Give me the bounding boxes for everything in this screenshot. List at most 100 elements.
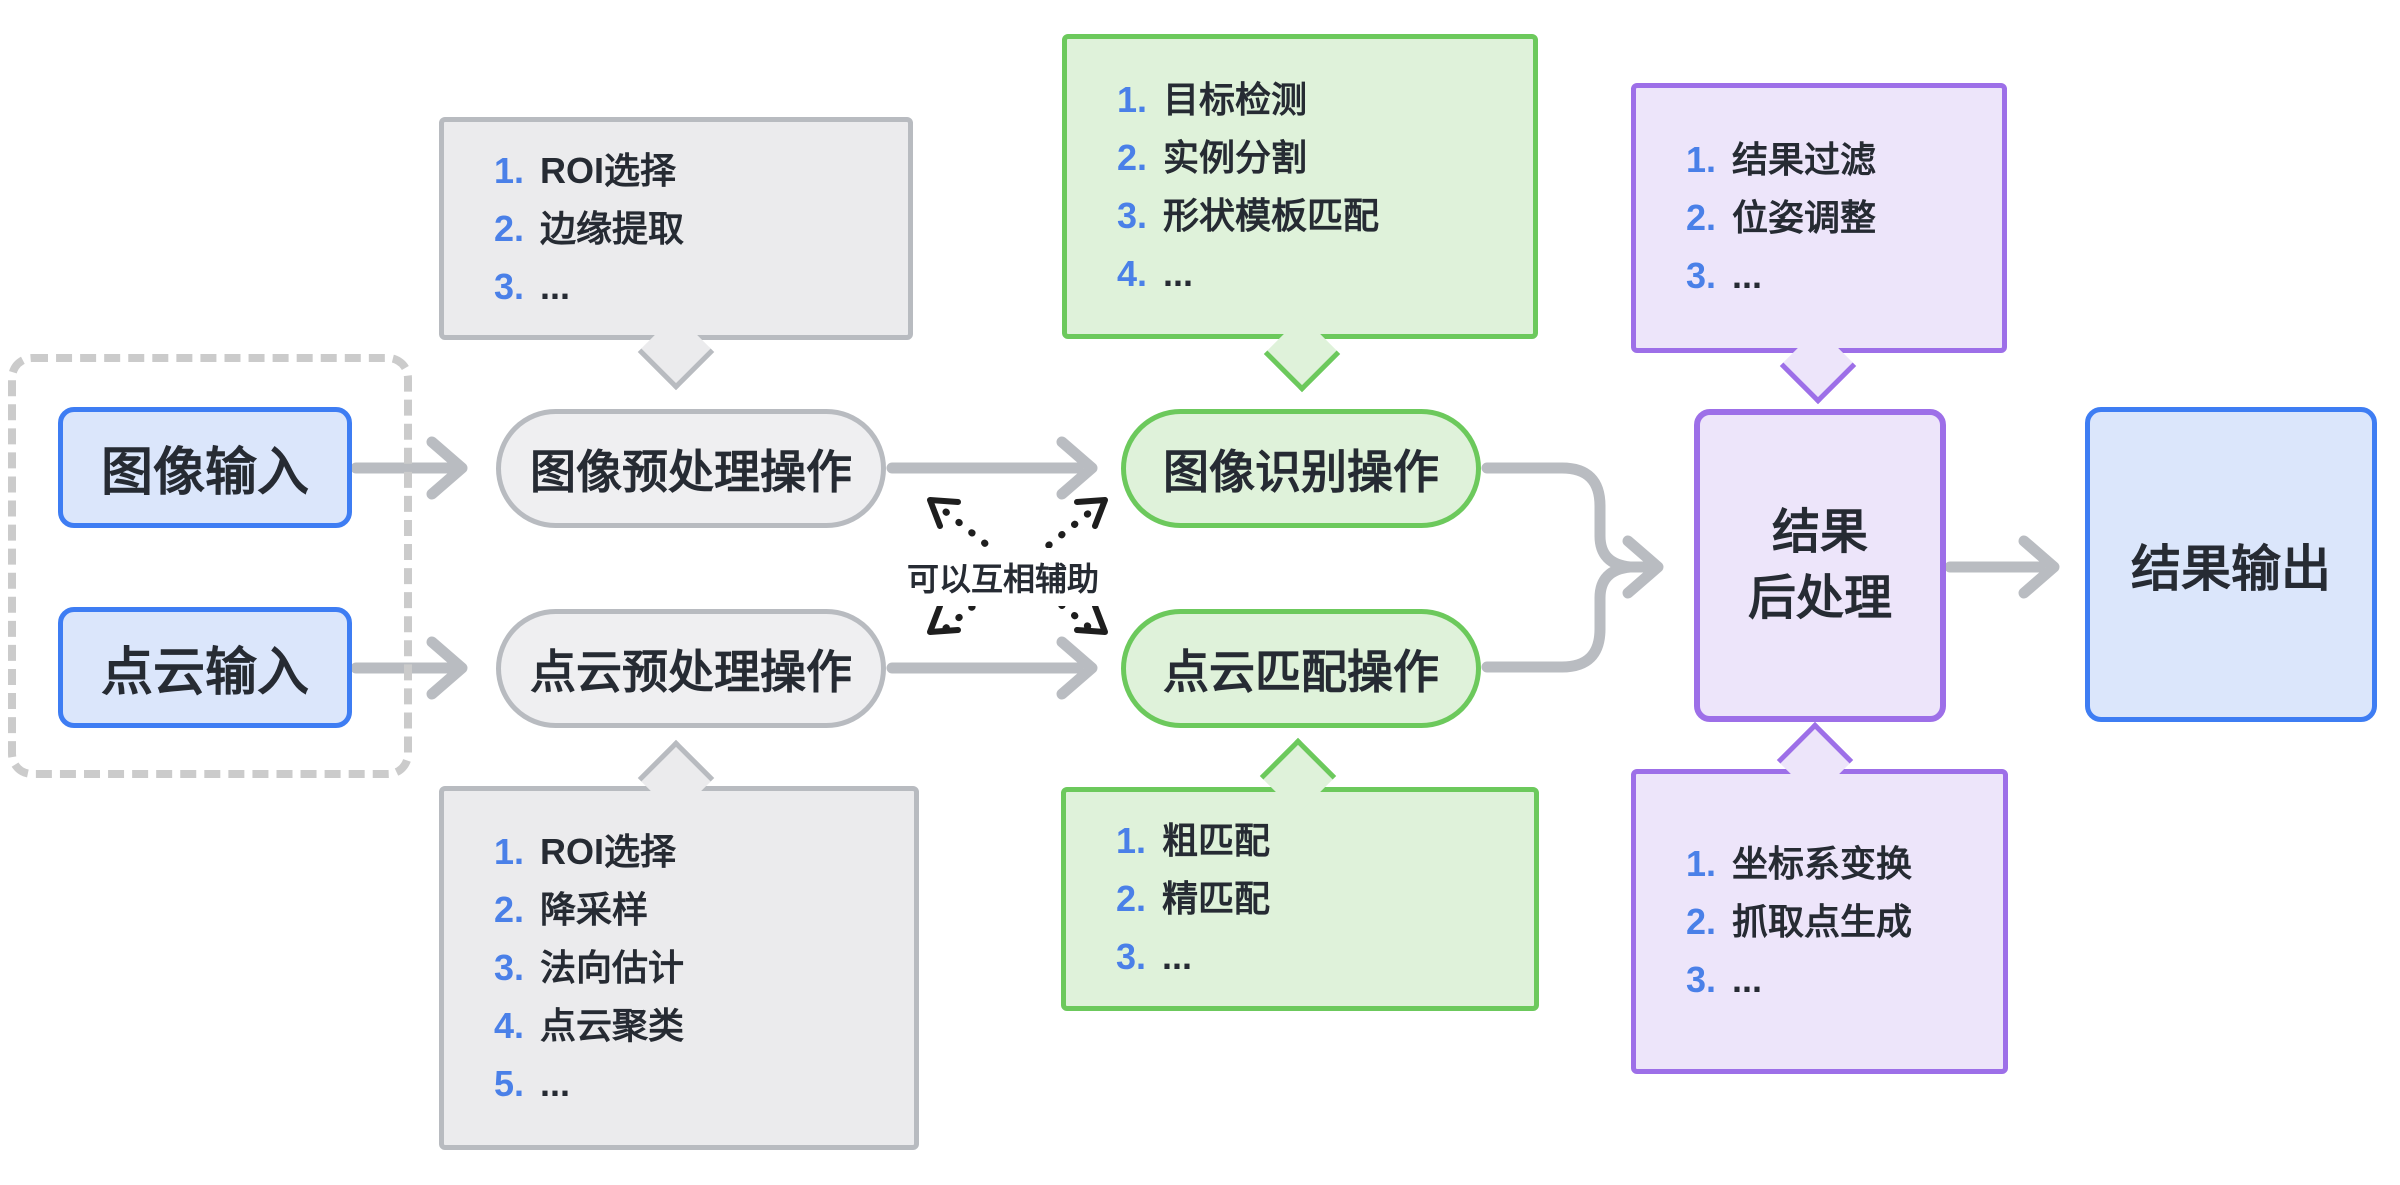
callout-list: 1. 粗匹配 2. 精匹配 3....: [1116, 812, 1534, 986]
list-item: 1. 目标检测: [1117, 71, 1533, 129]
image-recognition-node: 图像识别操作: [1121, 409, 1481, 528]
list-item-number: 2.: [1116, 878, 1147, 919]
mutual-assist-note: 可以互相辅助: [880, 548, 1126, 606]
list-item-number: 1.: [1686, 842, 1717, 884]
pointcloud-input-node: 点云输入: [58, 607, 352, 728]
list-item-number: 3.: [494, 265, 525, 307]
dotted-arrowhead-icon: [1074, 497, 1108, 529]
pointcloud-preprocess-node: 点云预处理操作: [496, 609, 886, 728]
image-recognition-callout: 1. 目标检测 2.实例分割 3. 形状模板匹配 4....: [1062, 34, 1538, 339]
list-item-number: 2.: [1686, 197, 1717, 238]
callout-list: 1. ROI选择 2. 降采样 3. 法向估计 4. 点云聚类 5....: [494, 823, 914, 1113]
list-item: 1. ROI选择: [494, 142, 908, 200]
list-item: 3....: [1686, 951, 2003, 1009]
dotted-cross-line: [942, 508, 1094, 632]
dotted-arrowhead-icon: [927, 497, 961, 529]
list-item-number: 2.: [1686, 900, 1717, 942]
arrowhead-icon: [1622, 535, 1664, 599]
list-item: 2. 降采样: [494, 881, 914, 939]
list-item-number: 4.: [494, 1005, 525, 1046]
list-item-number: 2.: [494, 889, 525, 930]
list-item-text: ...: [540, 265, 571, 307]
list-item-text: ...: [540, 1063, 571, 1104]
pointcloud-input-label: 点云输入: [100, 644, 309, 702]
list-item: 2. 位姿调整: [1686, 189, 2002, 247]
list-item: 3. 法向估计: [494, 939, 914, 997]
list-item-number: 4.: [1117, 252, 1148, 294]
list-item-text: 精匹配: [1162, 878, 1271, 919]
image-input-label: 图像输入: [100, 444, 309, 502]
list-item: 1. 坐标系变换: [1686, 835, 2003, 893]
list-item-text: ...: [1162, 936, 1193, 977]
list-item: 2. 抓取点生成: [1686, 893, 2003, 951]
list-item-number: 3.: [494, 947, 525, 988]
list-item-text: 降采样: [540, 889, 649, 930]
arrowhead-icon: [1056, 636, 1098, 700]
list-item-number: 3.: [1117, 194, 1148, 236]
list-item-text: 粗匹配: [1162, 820, 1271, 861]
callout-list: 1. ROI选择 2.边缘提取 3....: [494, 142, 908, 316]
list-item-text: ...: [1732, 958, 1763, 1000]
result-postprocess-label-line2: 后处理: [1747, 571, 1892, 625]
dotted-arrowhead-icon: [1074, 603, 1108, 635]
pointcloud-preprocess-label: 点云预处理操作: [530, 645, 852, 698]
list-item: 1. 结果过滤: [1686, 131, 2002, 189]
dotted-cross-line: [942, 508, 1094, 632]
list-item-number: 3.: [1686, 958, 1717, 1000]
list-item: 2.实例分割: [1117, 129, 1533, 187]
list-item: 3. 形状模板匹配: [1117, 187, 1533, 245]
list-item-text: ...: [1732, 255, 1763, 296]
arrowhead-icon: [426, 636, 468, 700]
list-item-number: 3.: [1116, 936, 1147, 977]
list-item-text: 法向估计: [540, 947, 685, 988]
pointcloud-matching-callout: 1. 粗匹配 2. 精匹配 3....: [1061, 787, 1539, 1011]
postprocess-top-callout: 1. 结果过滤 2. 位姿调整 3....: [1631, 83, 2007, 353]
connector-recognition-merge-top: [1481, 462, 1636, 573]
list-item-text: 实例分割: [1163, 136, 1308, 178]
list-item-number: 3.: [1686, 255, 1717, 296]
arrowhead-icon: [1056, 436, 1098, 500]
image-preprocess-label: 图像预处理操作: [530, 445, 852, 498]
list-item-number: 1.: [494, 831, 525, 872]
list-item: 1. ROI选择: [494, 823, 914, 881]
list-item-text: 抓取点生成: [1732, 900, 1913, 942]
connector-matching-merge-bottom: [1481, 561, 1636, 673]
callout-list: 1. 坐标系变换 2. 抓取点生成 3....: [1686, 835, 2003, 1009]
arrowhead-icon: [426, 436, 468, 500]
list-item-text: ROI选择: [540, 149, 677, 191]
list-item-number: 1.: [1686, 139, 1717, 180]
dotted-arrowhead-icon: [927, 603, 961, 635]
list-item: 2.边缘提取: [494, 200, 908, 258]
list-item-number: 1.: [1116, 820, 1147, 861]
list-item-number: 1.: [494, 149, 525, 191]
pointcloud-matching-label: 点云匹配操作: [1163, 645, 1439, 698]
list-item: 5....: [494, 1055, 914, 1113]
image-input-node: 图像输入: [58, 407, 352, 528]
callout-list: 1. 目标检测 2.实例分割 3. 形状模板匹配 4....: [1117, 71, 1533, 303]
image-preprocess-callout: 1. ROI选择 2.边缘提取 3....: [439, 117, 913, 340]
image-preprocess-node: 图像预处理操作: [496, 409, 886, 528]
list-item: 3....: [1116, 928, 1534, 986]
list-item-text: 结果过滤: [1732, 139, 1877, 180]
result-postprocess-node: 结果 后处理: [1694, 409, 1946, 722]
list-item: 4. 点云聚类: [494, 997, 914, 1055]
arrowhead-icon: [2018, 535, 2060, 599]
pointcloud-matching-node: 点云匹配操作: [1121, 609, 1481, 728]
result-output-label: 结果输出: [2131, 540, 2331, 597]
list-item-text: 坐标系变换: [1732, 842, 1913, 884]
list-item-text: ROI选择: [540, 831, 677, 872]
list-item-text: 目标检测: [1163, 78, 1308, 120]
list-item: 3....: [1686, 247, 2002, 305]
list-item-number: 5.: [494, 1063, 525, 1104]
result-output-node: 结果输出: [2085, 407, 2377, 722]
image-recognition-label: 图像识别操作: [1163, 445, 1439, 498]
list-item-text: 点云聚类: [540, 1005, 685, 1046]
list-item-text: 位姿调整: [1732, 197, 1877, 238]
list-item-text: 形状模板匹配: [1163, 194, 1380, 236]
list-item-text: ...: [1163, 252, 1194, 294]
list-item-number: 2.: [494, 207, 525, 249]
list-item-number: 1.: [1117, 78, 1148, 120]
list-item: 2. 精匹配: [1116, 870, 1534, 928]
